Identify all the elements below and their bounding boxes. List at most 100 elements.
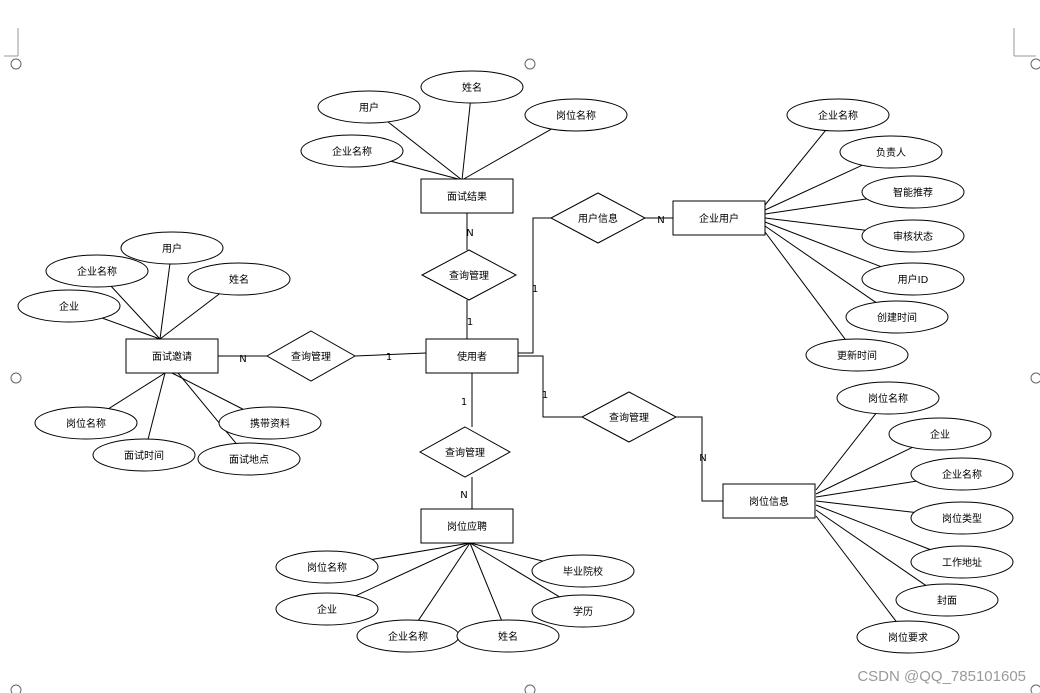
relationship-connector — [354, 352, 427, 357]
attribute: 毕业院校 — [531, 554, 635, 588]
relationship-connector — [676, 416, 723, 502]
entity-label: 岗位信息 — [749, 495, 789, 508]
resize-handle — [10, 372, 22, 384]
resize-handle — [1030, 58, 1040, 70]
attribute-connector — [110, 286, 161, 340]
attribute-ellipse — [861, 175, 965, 209]
attribute-connector — [355, 542, 471, 597]
attribute-ellipse — [92, 438, 196, 472]
entity-label: 使用者 — [457, 350, 487, 363]
cardinality-label: 1 — [467, 317, 473, 328]
attribute-label: 创建时间 — [877, 311, 917, 324]
attribute-ellipse — [861, 262, 965, 296]
attribute-label: 工作地址 — [942, 556, 982, 569]
attribute-label: 用户 — [162, 242, 182, 255]
attribute-label: 更新时间 — [837, 349, 877, 362]
relationship: 查询管理 — [580, 391, 678, 443]
attribute-label: 学历 — [573, 605, 593, 618]
attribute-label: 审核状态 — [893, 230, 933, 243]
attribute-connector — [390, 160, 463, 181]
attribute-ellipse — [786, 98, 890, 132]
relationship-connector — [518, 355, 582, 418]
page-corner-marks — [4, 28, 1040, 693]
attribute-ellipse — [197, 442, 301, 476]
attribute: 岗位名称 — [524, 98, 628, 132]
resize-handle — [10, 684, 22, 693]
relationship-diamond — [265, 330, 357, 382]
attribute-connector — [371, 542, 471, 560]
attribute-label: 岗位类型 — [942, 512, 982, 525]
cardinality-label: 1 — [532, 284, 538, 295]
attribute-ellipse — [910, 501, 1014, 535]
attribute-ellipse — [910, 545, 1014, 579]
attribute-connector — [418, 542, 471, 621]
attribute: 封面 — [895, 583, 999, 617]
relationship-diamond — [418, 426, 512, 478]
attribute-label: 用户ID — [898, 273, 929, 286]
attribute-label: 企业名称 — [818, 109, 858, 122]
attribute-connector — [764, 198, 867, 215]
attribute: 企业名称 — [910, 457, 1014, 491]
attribute-ellipse — [888, 417, 992, 451]
attribute: 企业 — [275, 592, 379, 626]
attribute-connector — [147, 372, 166, 440]
attribute-ellipse — [275, 592, 379, 626]
attribute: 企业名称 — [356, 619, 460, 653]
cardinality-label: 1 — [542, 390, 548, 401]
attribute-ellipse — [456, 619, 560, 653]
attribute-ellipse — [531, 554, 635, 588]
attribute-connector — [171, 372, 244, 410]
relationship-diamond — [420, 249, 518, 301]
entity-box — [425, 338, 519, 374]
entity-label: 面试邀请 — [152, 350, 192, 363]
attribute-connector — [764, 231, 846, 340]
attribute-connector — [815, 509, 927, 586]
attribute: 审核状态 — [861, 219, 965, 253]
attribute-label: 企业 — [930, 428, 950, 441]
attribute: 用户ID — [861, 262, 965, 296]
attribute: 学历 — [531, 594, 635, 628]
attribute-ellipse — [45, 254, 149, 288]
attribute-connector — [764, 164, 863, 211]
relationship-diamond — [580, 391, 678, 443]
attribute-connector — [159, 293, 220, 340]
relationship-label: 查询管理 — [445, 446, 485, 459]
resize-handle — [524, 684, 536, 693]
entity-label: 岗位应聘 — [447, 520, 487, 533]
attribute-label: 智能推荐 — [893, 186, 933, 199]
resize-handle — [1030, 372, 1040, 384]
attribute-ellipse — [275, 550, 379, 584]
attribute: 携带资料 — [218, 406, 322, 440]
attribute: 姓名 — [420, 70, 524, 104]
entity-box — [672, 200, 766, 236]
relationship-label: 查询管理 — [609, 411, 649, 424]
attribute-connector — [108, 372, 166, 410]
attribute: 面试时间 — [92, 438, 196, 472]
attribute-label: 携带资料 — [250, 417, 290, 430]
attribute: 企业 — [17, 289, 121, 323]
attribute-ellipse — [34, 406, 138, 440]
attribute-label: 负责人 — [876, 146, 906, 159]
attribute-ellipse — [861, 219, 965, 253]
attribute-connector — [461, 102, 471, 181]
entity: 岗位信息 — [722, 483, 816, 519]
attribute-connector — [469, 542, 502, 621]
relationship: 查询管理 — [420, 249, 518, 301]
attribute: 工作地址 — [910, 545, 1014, 579]
attribute-ellipse — [218, 406, 322, 440]
attribute: 用户 — [317, 90, 421, 124]
attribute-connector — [764, 221, 881, 268]
diagram-shapes: 用户姓名岗位名称企业名称企业名称负责人智能推荐审核状态用户ID创建时间更新时间用… — [17, 70, 1014, 654]
attribute-connector — [387, 121, 463, 181]
attribute: 企业 — [888, 417, 992, 451]
attribute-ellipse — [420, 70, 524, 104]
attribute-label: 封面 — [937, 594, 957, 607]
attribute-connector — [764, 217, 866, 231]
attribute-label: 姓名 — [462, 81, 482, 94]
attribute-ellipse — [531, 594, 635, 628]
cardinality-label: N — [466, 228, 473, 239]
attribute-connector — [469, 542, 544, 562]
attribute-connector — [815, 413, 877, 491]
attribute-ellipse — [17, 289, 121, 323]
